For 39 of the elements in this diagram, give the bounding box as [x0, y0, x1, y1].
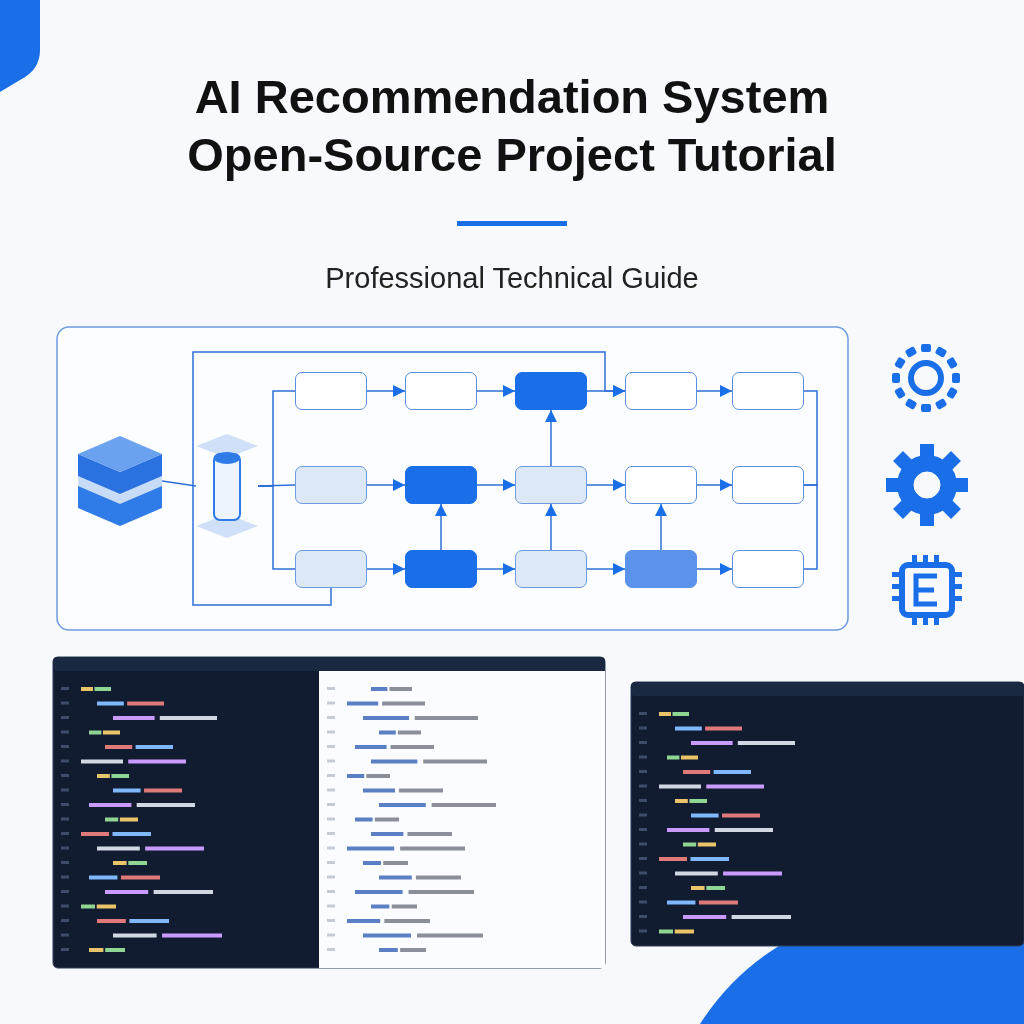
connector-line	[803, 390, 818, 486]
process-box	[515, 466, 587, 504]
process-box	[625, 466, 697, 504]
arrow	[476, 479, 516, 491]
arrow	[586, 563, 626, 575]
subtitle: Professional Technical Guide	[324, 262, 700, 295]
arrow	[366, 385, 406, 397]
arrow	[366, 563, 406, 575]
connector-line	[161, 480, 197, 487]
process-box	[625, 550, 697, 588]
arrow	[696, 479, 733, 491]
layered-cube-drawing	[78, 436, 162, 526]
arrow	[192, 351, 626, 606]
arrow	[366, 479, 406, 491]
arrow	[476, 563, 516, 575]
arrow	[655, 503, 667, 551]
title: AI Recommendation System Open-Source Project Tutorial	[186, 69, 838, 183]
connector-line	[257, 485, 296, 570]
arrow	[545, 409, 557, 467]
arrow	[586, 479, 626, 491]
arrow	[476, 385, 516, 397]
process-box	[625, 372, 697, 410]
arrow	[696, 563, 733, 575]
process-box	[732, 466, 804, 504]
connector-line	[803, 484, 818, 570]
process-box	[732, 372, 804, 410]
process-box	[295, 550, 367, 588]
arrow	[696, 385, 733, 397]
process-box	[515, 372, 587, 410]
database-cylinder	[196, 434, 258, 538]
arrow	[545, 503, 557, 551]
process-box	[515, 550, 587, 588]
process-box	[295, 466, 367, 504]
arrow	[435, 503, 447, 551]
process-box	[732, 550, 804, 588]
process-box	[295, 372, 367, 410]
process-box	[405, 466, 477, 504]
process-box	[405, 550, 477, 588]
process-box	[405, 372, 477, 410]
